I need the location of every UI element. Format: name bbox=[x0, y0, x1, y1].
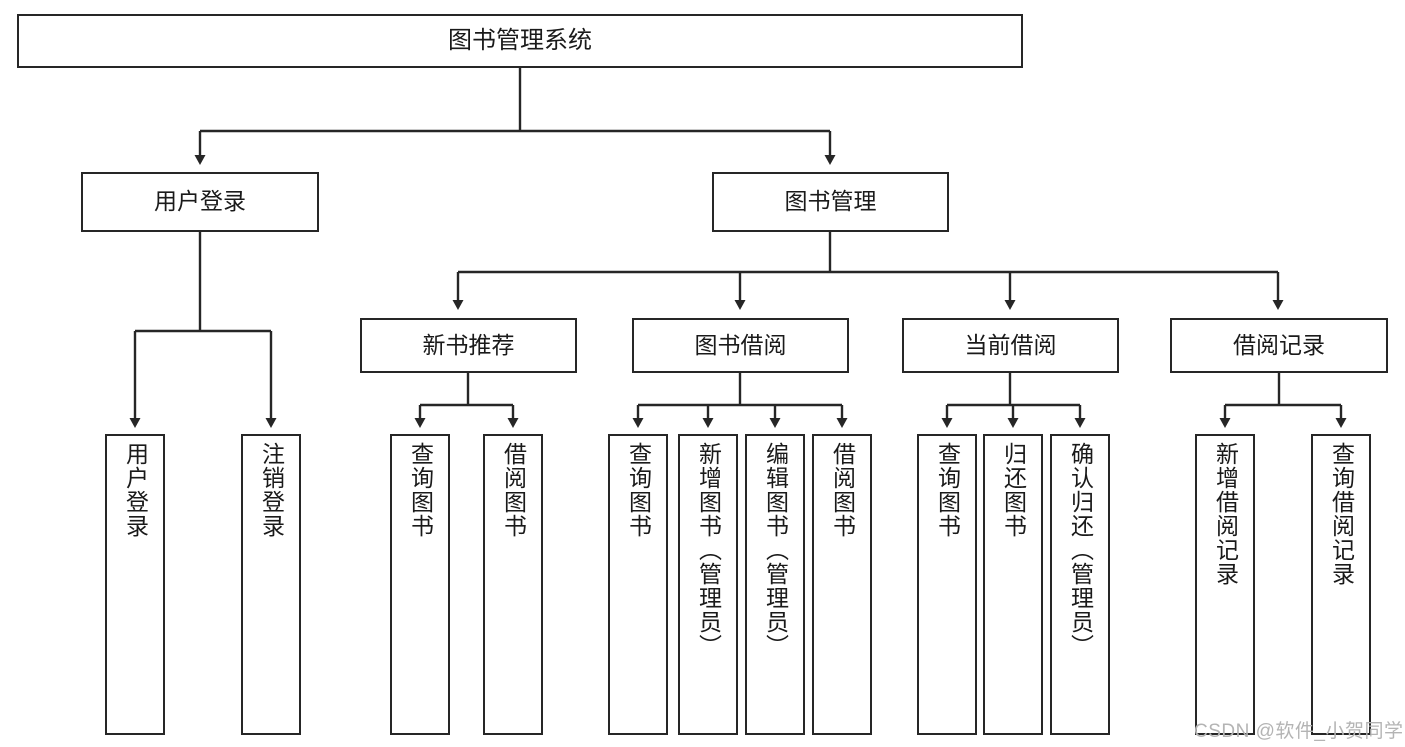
leaf-recommend-query-book[interactable]: 查询图书 bbox=[390, 434, 450, 735]
node-book-management[interactable]: 图书管理 bbox=[712, 172, 949, 232]
leaf-borrow-edit-book[interactable]: 编辑图书（管理员） bbox=[745, 434, 805, 735]
node-label: 图书管理 bbox=[784, 188, 877, 215]
leaf-borrow-lend-book[interactable]: 借阅图书 bbox=[812, 434, 872, 735]
leaf-record-query[interactable]: 查询借阅记录 bbox=[1311, 434, 1371, 735]
node-label: 用户登录 bbox=[122, 442, 149, 538]
node-label: 编辑图书（管理员） bbox=[762, 442, 789, 658]
leaf-recommend-borrow-book[interactable]: 借阅图书 bbox=[483, 434, 543, 735]
node-label: 注销登录 bbox=[258, 442, 285, 538]
node-book-borrow[interactable]: 图书借阅 bbox=[632, 318, 849, 373]
node-label: 查询图书 bbox=[625, 442, 652, 538]
leaf-user-login[interactable]: 用户登录 bbox=[105, 434, 165, 735]
node-user-login[interactable]: 用户登录 bbox=[81, 172, 319, 232]
node-current-borrow[interactable]: 当前借阅 bbox=[902, 318, 1119, 373]
node-borrow-record[interactable]: 借阅记录 bbox=[1170, 318, 1388, 373]
node-label: 当前借阅 bbox=[964, 331, 1057, 358]
node-label: 新书推荐 bbox=[422, 331, 515, 358]
node-label: 查询借阅记录 bbox=[1328, 442, 1355, 586]
node-label: 借阅图书 bbox=[829, 442, 856, 538]
node-root-book-management-system[interactable]: 图书管理系统 bbox=[17, 14, 1023, 68]
leaf-borrow-query-book[interactable]: 查询图书 bbox=[608, 434, 668, 735]
node-label: 图书管理系统 bbox=[448, 26, 592, 54]
node-label: 借阅记录 bbox=[1233, 331, 1325, 358]
leaf-current-confirm-return[interactable]: 确认归还（管理员） bbox=[1050, 434, 1110, 735]
leaf-current-query-book[interactable]: 查询图书 bbox=[917, 434, 977, 735]
leaf-current-return-book[interactable]: 归还图书 bbox=[983, 434, 1043, 735]
node-label: 新增借阅记录 bbox=[1212, 442, 1239, 586]
node-label: 归还图书 bbox=[1000, 442, 1027, 538]
node-label: 图书借阅 bbox=[694, 331, 787, 358]
node-label: 借阅图书 bbox=[500, 442, 527, 538]
node-label: 新增图书（管理员） bbox=[695, 442, 722, 658]
node-label: 查询图书 bbox=[407, 442, 434, 538]
leaf-record-add[interactable]: 新增借阅记录 bbox=[1195, 434, 1255, 735]
node-label: 确认归还（管理员） bbox=[1067, 442, 1094, 658]
node-label: 用户登录 bbox=[154, 188, 246, 215]
leaf-user-logout[interactable]: 注销登录 bbox=[241, 434, 301, 735]
node-new-book-recommend[interactable]: 新书推荐 bbox=[360, 318, 577, 373]
leaf-borrow-add-book[interactable]: 新增图书（管理员） bbox=[678, 434, 738, 735]
node-label: 查询图书 bbox=[934, 442, 961, 538]
